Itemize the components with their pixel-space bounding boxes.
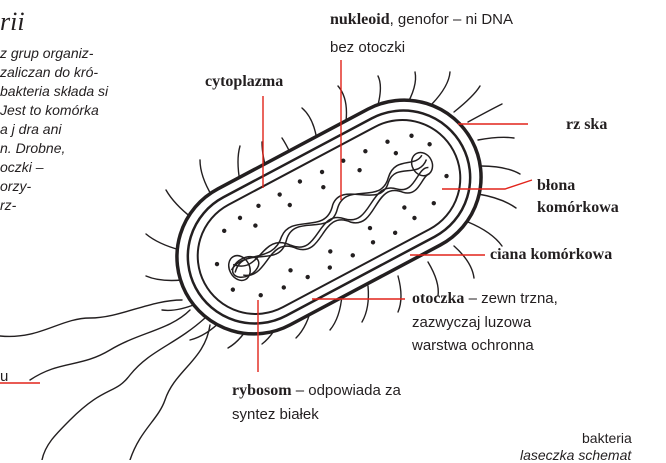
label-cell-membrane-line2: komórkowa bbox=[537, 199, 619, 216]
left-label-fragment: u bbox=[0, 367, 8, 386]
label-nucleoid: nukleoid, genofor – ni DNA bbox=[330, 10, 513, 29]
label-flagellum-term: rz ska bbox=[566, 116, 607, 133]
label-cytoplasm-term: cytoplazma bbox=[205, 73, 283, 90]
label-capsule-desc-line2: zazwyczaj luzowa bbox=[412, 313, 531, 332]
label-capsule: otoczka – zewn trzna, bbox=[412, 289, 558, 308]
section-heading-fragment: rii bbox=[0, 8, 25, 36]
label-capsule-desc-line3: warstwa ochronna bbox=[412, 336, 534, 355]
body-text-line: a j dra ani bbox=[0, 120, 61, 139]
label-cell-wall: ciana komórkowa bbox=[490, 245, 612, 264]
label-ribosome: rybosom – odpowiada za bbox=[232, 381, 401, 400]
label-cell-membrane-line2-box: komórkowa bbox=[537, 198, 619, 217]
label-nucleoid-desc-line2: bez otoczki bbox=[330, 38, 405, 57]
figure-caption-line1: bakteria bbox=[582, 430, 632, 446]
body-text-line: Jest to komórka bbox=[0, 101, 99, 120]
label-ribosome-desc: – odpowiada za bbox=[292, 382, 401, 399]
label-capsule-term: otoczka bbox=[412, 290, 464, 307]
label-flagellum: rz ska bbox=[566, 115, 607, 134]
body-text-line: bakteria składa si bbox=[0, 82, 108, 101]
body-text-line: orzy- bbox=[0, 177, 31, 196]
label-cell-membrane-line1: błona bbox=[537, 177, 575, 194]
label-nucleoid-term: nukleoid bbox=[330, 11, 390, 28]
label-cell-membrane: błona bbox=[537, 176, 575, 195]
body-text-line: zaliczan do kró- bbox=[0, 63, 98, 82]
flagella bbox=[0, 300, 210, 460]
body-text-line: oczki – bbox=[0, 158, 44, 177]
body-text-line: z grup organiz- bbox=[0, 44, 93, 63]
label-ribosome-term: rybosom bbox=[232, 382, 292, 399]
label-ribosome-desc-line2: syntez białek bbox=[232, 405, 319, 424]
figure-caption-line2: laseczka schemat bbox=[520, 447, 631, 463]
label-capsule-desc: – zewn trzna, bbox=[464, 290, 557, 307]
label-cytoplasm: cytoplazma bbox=[205, 72, 283, 91]
label-nucleoid-desc: , genofor – ni DNA bbox=[390, 11, 513, 28]
label-cell-wall-term: ciana komórkowa bbox=[490, 246, 612, 263]
body-text-line: n. Drobne, bbox=[0, 139, 65, 158]
body-text-line: rz- bbox=[0, 196, 16, 215]
